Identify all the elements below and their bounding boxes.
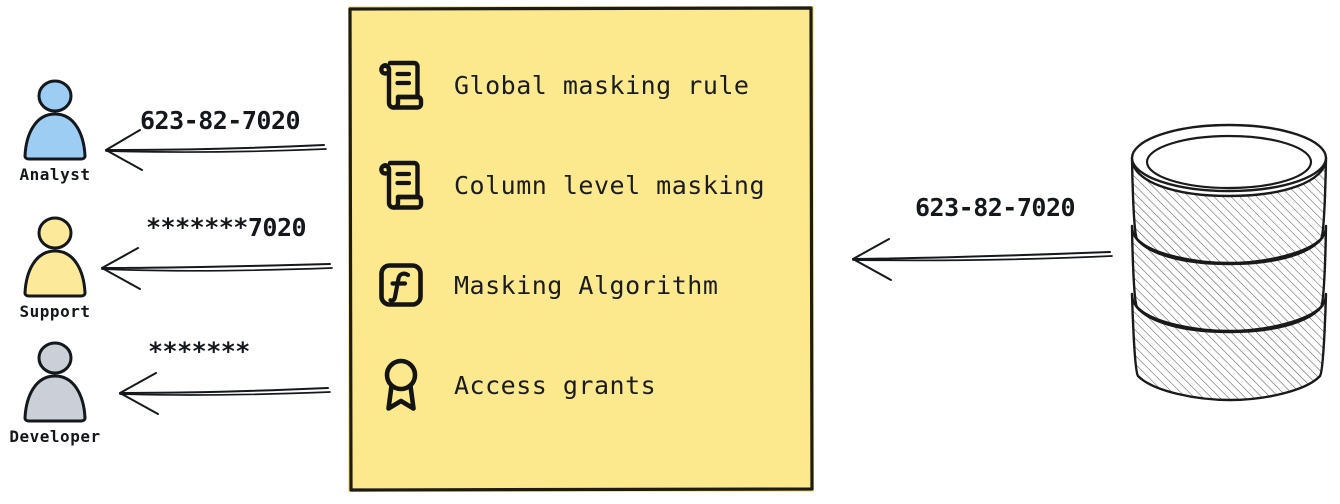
policy-item-label: Global masking rule <box>454 70 750 100</box>
masking-policy-panel[interactable]: Global masking rule Column level masking <box>348 6 814 492</box>
policy-item-list: Global masking rule Column level masking <box>348 6 814 454</box>
arrow-label-analyst: 623-82-7020 <box>140 106 301 135</box>
actor-support-label: Support <box>19 302 91 321</box>
policy-item-masking-algorithm[interactable]: Masking Algorithm <box>378 254 814 316</box>
database-cylinder-icon[interactable] <box>1118 118 1340 404</box>
scroll-icon <box>378 57 430 113</box>
arrow-label-support: *******7020 <box>146 213 307 242</box>
actor-developer-label: Developer <box>9 427 101 446</box>
arrow-to-analyst <box>105 129 327 171</box>
medal-icon <box>378 357 430 413</box>
arrow-label-database: 623-82-7020 <box>915 193 1076 222</box>
person-icon <box>23 341 87 423</box>
actor-analyst-label: Analyst <box>19 165 91 184</box>
policy-item-label: Masking Algorithm <box>454 270 719 300</box>
policy-item-label: Access grants <box>454 370 657 400</box>
function-icon <box>378 257 430 313</box>
arrow-to-support <box>101 247 333 290</box>
actor-support[interactable]: Support <box>0 215 115 321</box>
person-icon <box>23 216 87 298</box>
arrow-to-developer <box>119 372 331 415</box>
arrow-label-developer: ******* <box>148 337 250 366</box>
actor-analyst[interactable]: Analyst <box>0 78 115 184</box>
policy-item-access-grants[interactable]: Access grants <box>378 354 814 416</box>
policy-item-column-level-masking[interactable]: Column level masking <box>378 154 814 216</box>
actor-developer[interactable]: Developer <box>0 340 115 446</box>
policy-item-global-masking-rule[interactable]: Global masking rule <box>378 54 814 116</box>
scroll-icon <box>378 157 430 213</box>
arrow-db-to-panel <box>852 238 1113 281</box>
person-icon <box>23 79 87 161</box>
policy-item-label: Column level masking <box>454 170 766 200</box>
